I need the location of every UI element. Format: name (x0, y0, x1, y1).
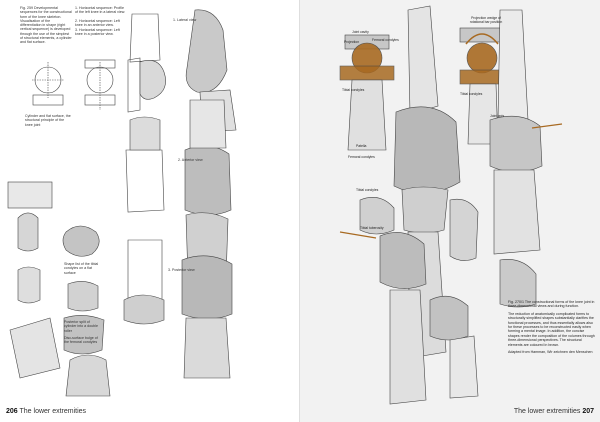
label-tibial-condyles-b: Tibial condyles (460, 92, 483, 96)
label-lateral-view: 1. Lateral view (173, 18, 197, 22)
figure-caption-270: Fig. 270/1 The constructional forms of t… (508, 300, 596, 357)
footer-left: 206 The lower extremities (6, 408, 86, 416)
label-disc-surface-bulge: Disc-surface bulge of the femoral condyl… (64, 336, 98, 345)
label-femoral-condyles: Femoral condyles (348, 155, 375, 159)
page-number-right: 207 (582, 408, 594, 415)
caption-sequence-3: 3. Horizontal sequence: Left knee in a p… (75, 28, 120, 37)
brown-plate-left (339, 65, 395, 81)
flat-surface-block (32, 94, 64, 106)
label-anterior-view: 2. Anterior view (178, 158, 203, 162)
caption-270-body: The reduction of anatomically complicate… (508, 311, 595, 347)
label-tibial-condyles-a: Tibial condyles (342, 88, 365, 92)
label-joint-axis: Joint axis (490, 114, 505, 118)
right-page: Joint cavity Projection Femoral condyles… (300, 0, 600, 422)
label-posterior-view: 3. Posterior view (168, 268, 195, 272)
label-cylinder-flat-surface: Cylinder and flat surface, the structura… (25, 114, 71, 127)
knee-3d-sketches-right (339, 5, 563, 405)
label-tibial-condyles-c: Tibial condyles (356, 188, 379, 192)
caption-sequence-1: 1. Horizontal sequence: Profile of the l… (75, 6, 126, 15)
page-number-left: 206 (6, 408, 18, 415)
caption-270-source: Adapted from Hamman, Wir zeichnen den Me… (508, 350, 593, 355)
label-patella: Patella (356, 144, 367, 148)
label-femoral-condyles-top: Femoral condyles (372, 38, 399, 42)
label-posterior-split: Posterior split of cylinder into a doubl… (64, 320, 98, 333)
figure-caption-259: Fig. 259 Developmental sequences for the… (20, 6, 72, 45)
label-projection-wedge: Projection wedge of rotational bar posit… (469, 16, 503, 24)
caption-sequence-2: 2. Horizontal sequence: Left knee in an … (75, 19, 120, 28)
running-title-left: The lower extremities (19, 408, 87, 415)
knee-sketch-sequences-left (7, 9, 237, 397)
left-page: Fig. 259 Developmental sequences for the… (6, 6, 237, 416)
femoral-condyles-sketch (393, 106, 461, 194)
label-tibial-tuberosity: Tibial tuberosity (360, 226, 384, 230)
footer-right: The lower extremities 207 (514, 408, 594, 416)
label-shape-tibial-condyles: Shape list of the tibial condyles on a f… (64, 262, 99, 275)
running-title-right: The lower extremities (513, 408, 581, 415)
label-joint-cavity: Joint cavity (352, 30, 369, 34)
brown-cylinder-right (466, 42, 498, 74)
label-projection: Projection (344, 40, 360, 44)
caption-270-title: Fig. 270/1 The constructional forms of t… (508, 300, 595, 309)
